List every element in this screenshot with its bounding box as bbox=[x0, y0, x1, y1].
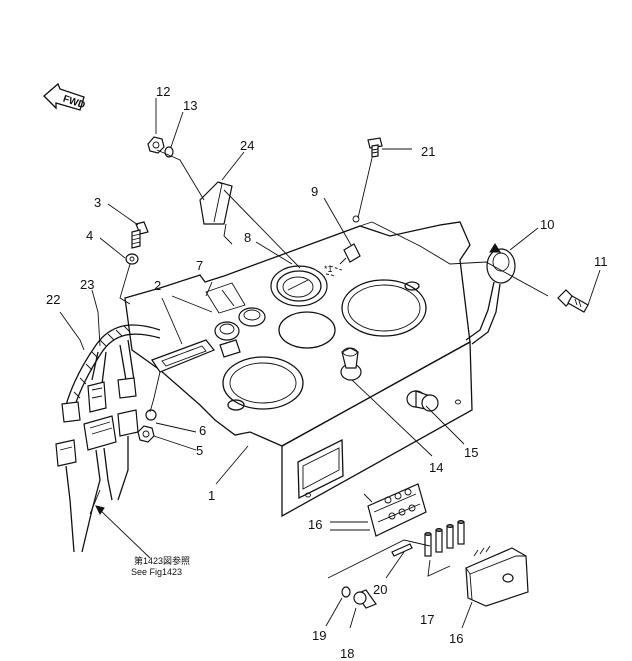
reference-note-jp: 第1423図参照 bbox=[134, 555, 190, 566]
washer-19 bbox=[341, 586, 351, 598]
callout-6: 6 bbox=[199, 423, 206, 438]
callout-1: 1 bbox=[208, 488, 215, 503]
callout-13: 13 bbox=[183, 98, 197, 113]
callout-16-lower: 16 bbox=[449, 631, 463, 646]
callout-4: 4 bbox=[86, 228, 93, 243]
leader-lines bbox=[59, 98, 601, 629]
nut-12 bbox=[147, 136, 165, 154]
instrument-panel bbox=[124, 221, 473, 518]
washer-6 bbox=[145, 409, 157, 421]
callout-9: 9 bbox=[311, 184, 318, 199]
callout-16-upper: 16 bbox=[308, 517, 322, 532]
callout-7: 7 bbox=[196, 258, 203, 273]
indicator-lamp bbox=[205, 282, 266, 327]
bolt-11 bbox=[557, 289, 589, 313]
callout-20: 20 bbox=[373, 582, 387, 597]
callout-21: 21 bbox=[421, 144, 435, 159]
callout-11: 11 bbox=[594, 254, 608, 269]
knob bbox=[340, 347, 362, 381]
svg-text:*1: *1 bbox=[324, 264, 333, 274]
terminals bbox=[424, 520, 465, 557]
callout-8: 8 bbox=[244, 230, 251, 245]
callout-18: 18 bbox=[340, 646, 354, 661]
screw-21 bbox=[367, 137, 383, 158]
callout-17: 17 bbox=[420, 612, 434, 627]
nut-5 bbox=[137, 425, 155, 443]
callout-numbers: 1 2 3 4 5 6 7 8 9 10 11 12 13 14 15 16 1… bbox=[46, 84, 608, 661]
callout-24: 24 bbox=[240, 138, 254, 153]
callout-22: 22 bbox=[46, 292, 60, 307]
light-switch: *1 bbox=[324, 243, 361, 277]
callout-5: 5 bbox=[196, 443, 203, 458]
connector-block bbox=[367, 483, 427, 537]
cap bbox=[406, 390, 439, 412]
reference-note: 第1423図参照 See Fig1423 bbox=[131, 555, 190, 577]
washer-4 bbox=[125, 253, 139, 265]
module-24 bbox=[199, 181, 233, 245]
callout-2: 2 bbox=[154, 278, 161, 293]
switch-assembly bbox=[151, 321, 241, 373]
wiring-harness bbox=[55, 324, 161, 553]
callout-15: 15 bbox=[464, 445, 478, 460]
screw-18 bbox=[353, 589, 377, 609]
callout-23: 23 bbox=[80, 277, 94, 292]
small-washer bbox=[352, 215, 360, 223]
callout-12: 12 bbox=[156, 84, 170, 99]
connector-cover bbox=[465, 545, 529, 607]
screw-3 bbox=[131, 221, 149, 249]
callout-19: 19 bbox=[312, 628, 326, 643]
gauge bbox=[270, 265, 328, 307]
fwd-arrow-icon: FWD bbox=[43, 82, 86, 111]
reference-note-en: See Fig1423 bbox=[131, 567, 182, 577]
callout-10: 10 bbox=[540, 217, 554, 232]
bracket-plate bbox=[327, 539, 431, 579]
callout-14: 14 bbox=[429, 460, 443, 475]
starter-switch bbox=[465, 243, 516, 345]
callout-3: 3 bbox=[94, 195, 101, 210]
